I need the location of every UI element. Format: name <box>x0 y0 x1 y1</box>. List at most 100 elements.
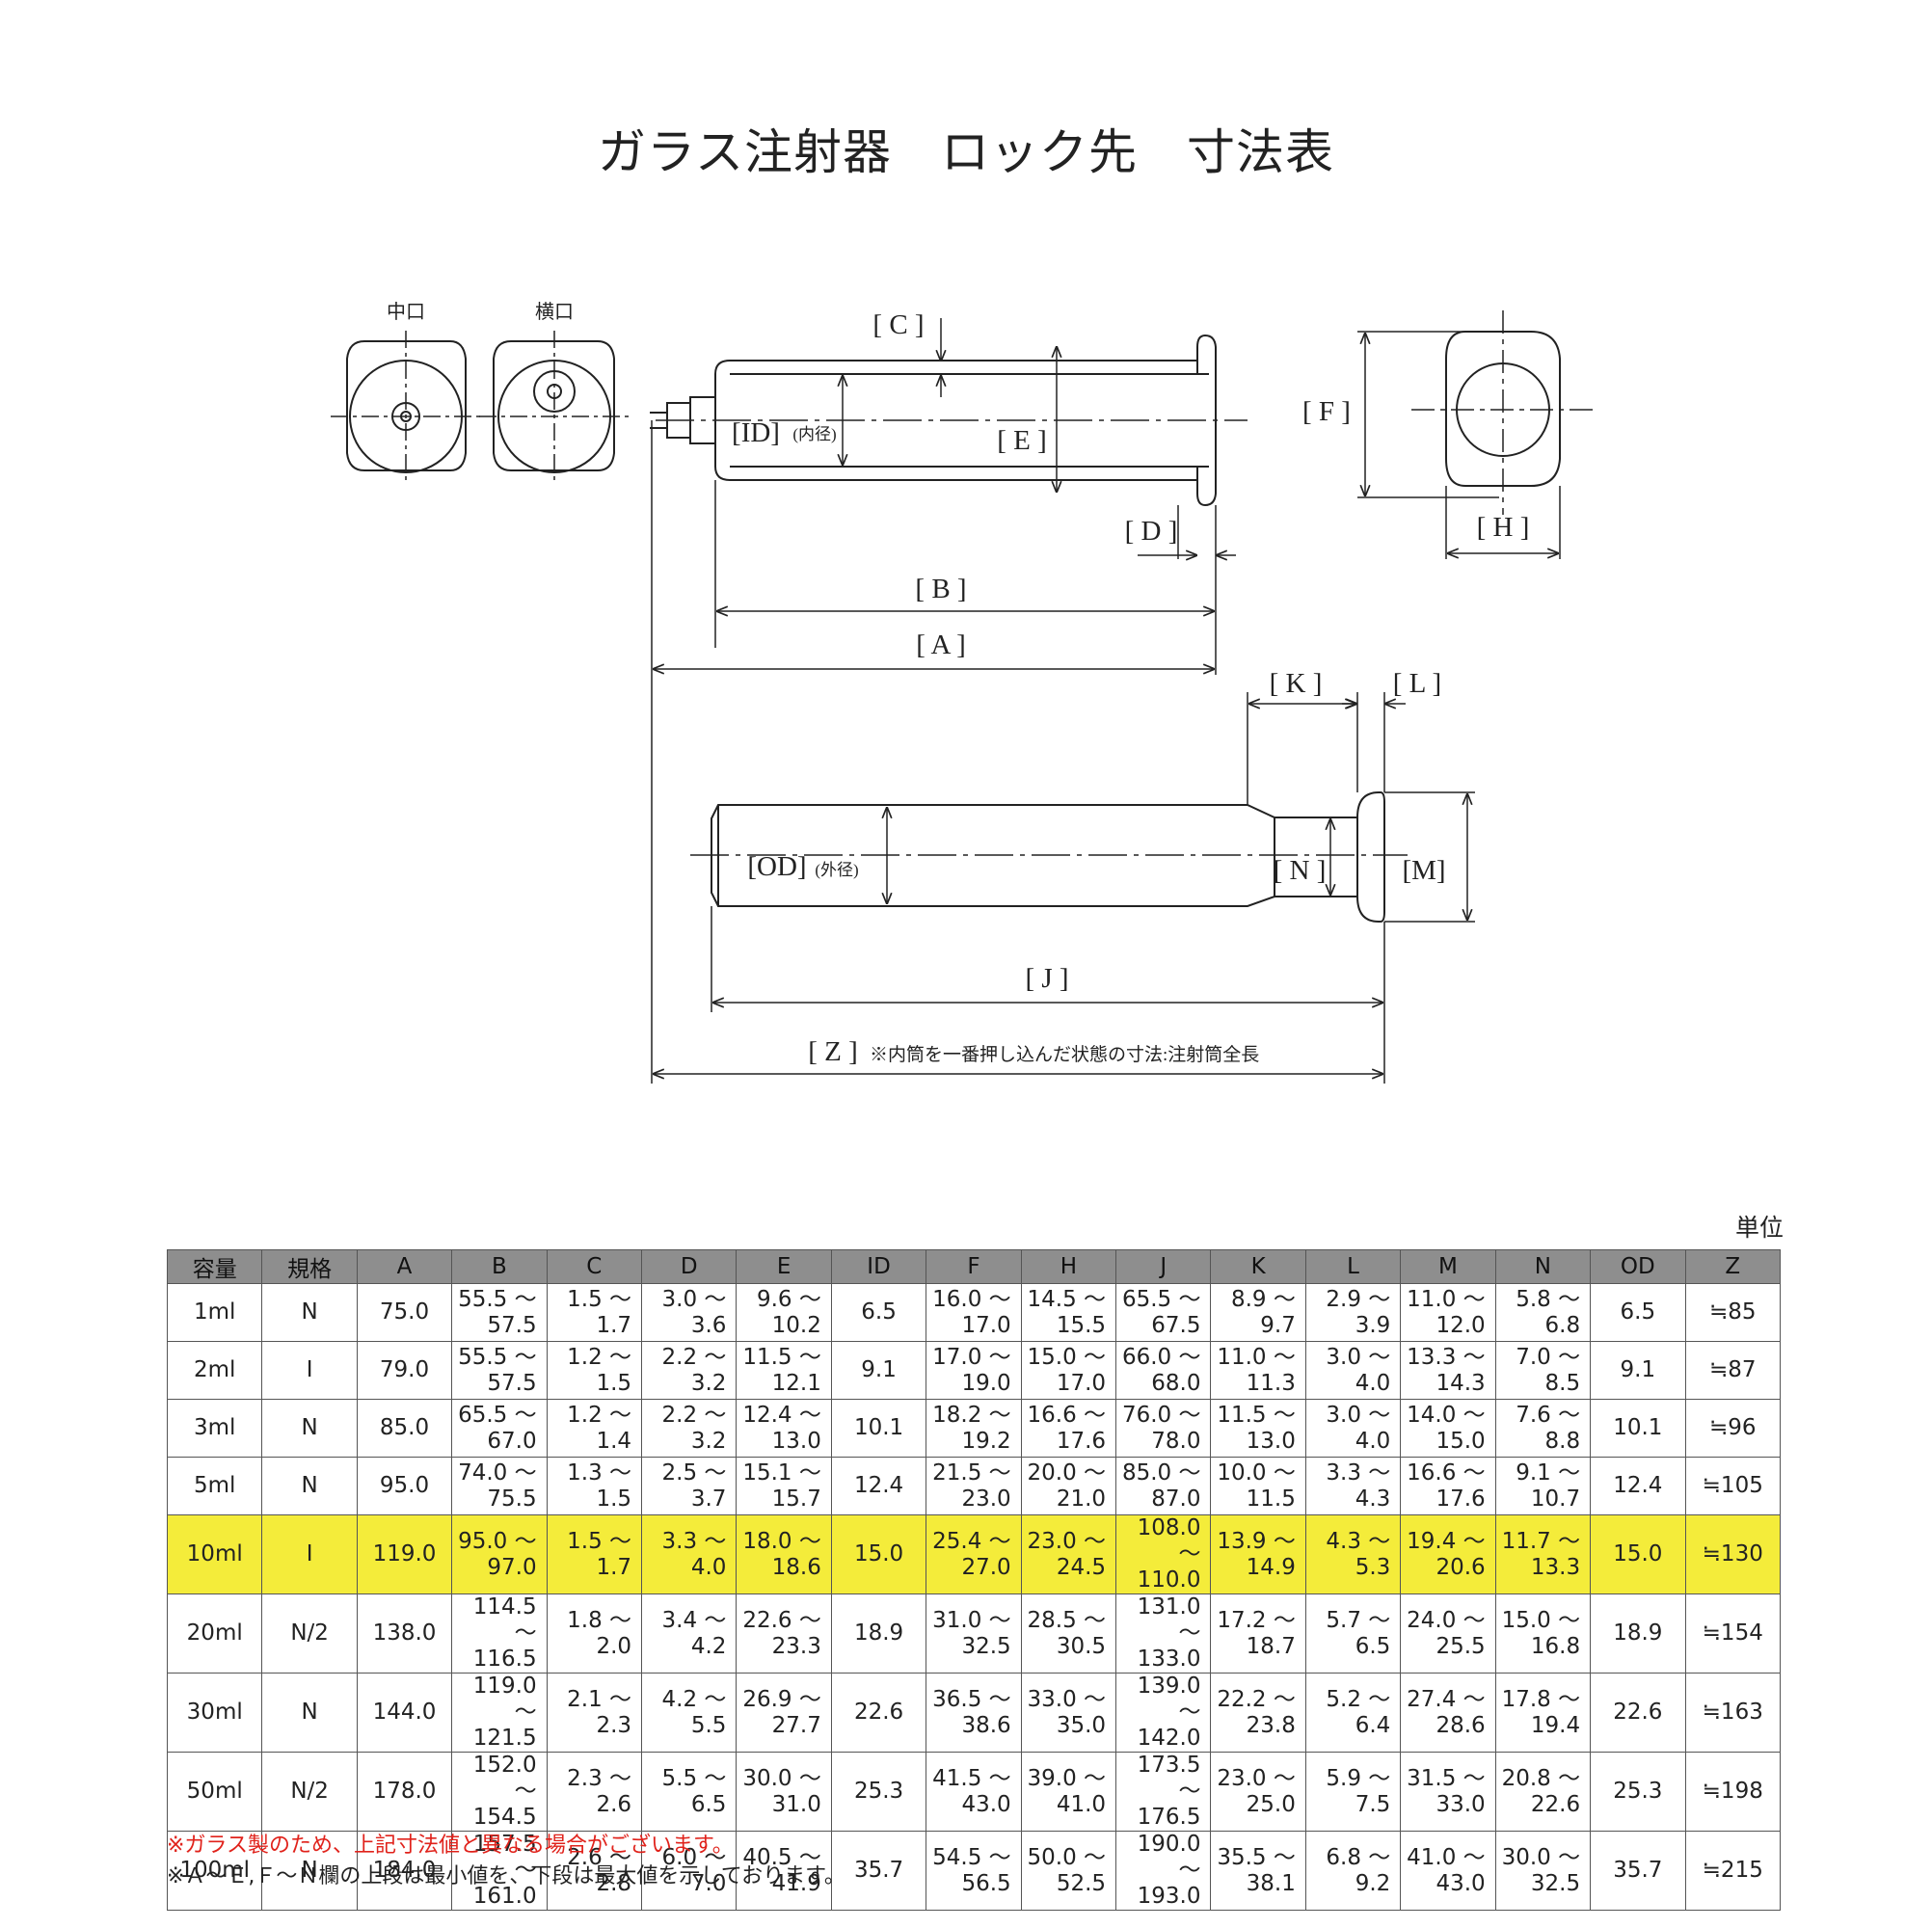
table-cell: 35.5 ～38.1 <box>1210 1831 1306 1911</box>
table-cell: 1.8 ～2.0 <box>546 1593 643 1674</box>
range-max: 33.0 <box>1436 1791 1486 1817</box>
range-max: 14.9 <box>1246 1554 1296 1580</box>
table-cell: 3.0 ～3.6 <box>641 1283 738 1342</box>
table-cell: 31.5 ～33.0 <box>1400 1752 1496 1832</box>
range-min: 3.3 ～ <box>661 1528 727 1554</box>
table-cell: 27.4 ～28.6 <box>1400 1673 1496 1753</box>
range-max: 13.0 <box>1246 1428 1296 1454</box>
range-min: 157.5 ～ <box>472 1832 537 1883</box>
range-min: 54.5 ～ <box>932 1844 1011 1870</box>
table-cell: 12.4 <box>830 1457 927 1515</box>
table-cell: 66.0 ～68.0 <box>1115 1341 1212 1400</box>
table-cell: 108.0 ～110.0 <box>1115 1514 1212 1594</box>
dim-label-n: [ N ] <box>1274 855 1327 886</box>
range-max: 10.2 <box>771 1312 821 1338</box>
table-cell: ≒85 <box>1684 1283 1781 1342</box>
table-cell: 131.0 ～133.0 <box>1115 1593 1212 1674</box>
table-cell: 4.3 ～5.3 <box>1304 1514 1402 1594</box>
range-min: 4.2 ～ <box>661 1686 727 1712</box>
range-min: 65.5 ～ <box>1121 1286 1201 1312</box>
range-max: 78.0 <box>1151 1428 1201 1454</box>
table-cell: ≒96 <box>1684 1399 1781 1458</box>
range-max: 1.7 <box>596 1554 632 1580</box>
table-cell: 2.6 ～2.8 <box>546 1831 643 1911</box>
range-max: 1.7 <box>596 1312 632 1338</box>
range-min: 2.9 ～ <box>1326 1286 1391 1312</box>
table-cell: N <box>261 1457 358 1515</box>
table-cell: ≒215 <box>1684 1831 1781 1911</box>
range-max: 25.0 <box>1246 1791 1296 1817</box>
table-cell: 95.0 ～97.0 <box>451 1514 548 1594</box>
table-cell: 28.5 ～30.5 <box>1020 1593 1117 1674</box>
range-min: 55.5 ～ <box>458 1286 537 1312</box>
range-min: 5.2 ～ <box>1326 1686 1391 1712</box>
range-min: 17.2 ～ <box>1217 1607 1296 1633</box>
table-cell: 17.2 ～18.7 <box>1210 1593 1306 1674</box>
column-header: C <box>546 1249 643 1284</box>
table-cell: 16.6 ～17.6 <box>1400 1457 1496 1515</box>
table-cell: 20.8 ～22.6 <box>1494 1752 1592 1832</box>
range-min: 16.6 ～ <box>1027 1402 1107 1428</box>
barrel-side-view <box>650 318 1248 1084</box>
range-min: 74.0 ～ <box>458 1459 537 1486</box>
table-cell: 18.9 <box>1590 1593 1686 1674</box>
range-max: 6.8 <box>1544 1312 1581 1338</box>
table-cell: ≒87 <box>1684 1341 1781 1400</box>
range-min: 139.0 ～ <box>1137 1674 1201 1725</box>
range-max: 5.5 <box>690 1712 727 1738</box>
table-cell: 9.6 ～10.2 <box>736 1283 832 1342</box>
dim-label-b: [ B ] <box>915 574 966 604</box>
range-max: 3.2 <box>690 1428 727 1454</box>
range-max: 1.5 <box>596 1370 632 1396</box>
range-max: 3.9 <box>1355 1312 1391 1338</box>
table-cell: 11.5 ～13.0 <box>1210 1399 1306 1458</box>
range-min: 16.6 ～ <box>1407 1459 1486 1486</box>
column-header: 規格 <box>261 1249 358 1284</box>
table-cell: 15.0 ～16.8 <box>1494 1593 1592 1674</box>
range-min: 21.5 ～ <box>932 1459 1011 1486</box>
range-max: 7.5 <box>1355 1791 1391 1817</box>
range-min: 9.1 ～ <box>1516 1459 1581 1486</box>
column-header: J <box>1115 1249 1212 1284</box>
table-cell: I <box>261 1514 358 1594</box>
table-cell: ≒130 <box>1684 1514 1781 1594</box>
range-min: 1.2 ～ <box>567 1402 632 1428</box>
column-header: H <box>1020 1249 1117 1284</box>
range-min: 114.5 ～ <box>472 1594 537 1646</box>
range-min: 20.8 ～ <box>1501 1765 1581 1791</box>
range-max: 27.0 <box>961 1554 1011 1580</box>
range-min: 1.8 ～ <box>567 1607 632 1633</box>
table-cell: 15.0 ～17.0 <box>1020 1341 1117 1400</box>
range-min: 190.0 ～ <box>1137 1832 1201 1883</box>
table-cell: 25.4 ～27.0 <box>926 1514 1022 1594</box>
table-cell: 41.5 ～43.0 <box>926 1752 1022 1832</box>
table-cell: 9.1 <box>1590 1341 1686 1400</box>
range-max: 7.0 <box>690 1870 727 1896</box>
range-min: 7.0 ～ <box>1516 1344 1581 1370</box>
range-min: 173.5 ～ <box>1137 1753 1201 1804</box>
dim-label-c: [ C ] <box>872 309 924 340</box>
table-cell: 2.9 ～3.9 <box>1304 1283 1402 1342</box>
table-cell: N <box>261 1283 358 1342</box>
center-port-end-view <box>331 331 481 482</box>
table-cell: 55.5 ～57.5 <box>451 1283 548 1342</box>
column-header: K <box>1210 1249 1306 1284</box>
table-cell: 14.0 ～15.0 <box>1400 1399 1496 1458</box>
table-cell: 55.5 ～57.5 <box>451 1341 548 1400</box>
table-cell: 10.1 <box>1590 1399 1686 1458</box>
range-max: 3.7 <box>690 1486 727 1512</box>
range-max: 1.4 <box>596 1428 632 1454</box>
table-cell: 24.0 ～25.5 <box>1400 1593 1496 1674</box>
range-min: 40.5 ～ <box>742 1844 821 1870</box>
range-max: 4.2 <box>690 1633 727 1659</box>
range-max: 9.2 <box>1355 1870 1391 1896</box>
range-max: 23.0 <box>961 1486 1011 1512</box>
table-cell: 15.1 ～15.7 <box>736 1457 832 1515</box>
table-cell: N <box>261 1673 358 1753</box>
range-min: 1.5 ～ <box>567 1528 632 1554</box>
